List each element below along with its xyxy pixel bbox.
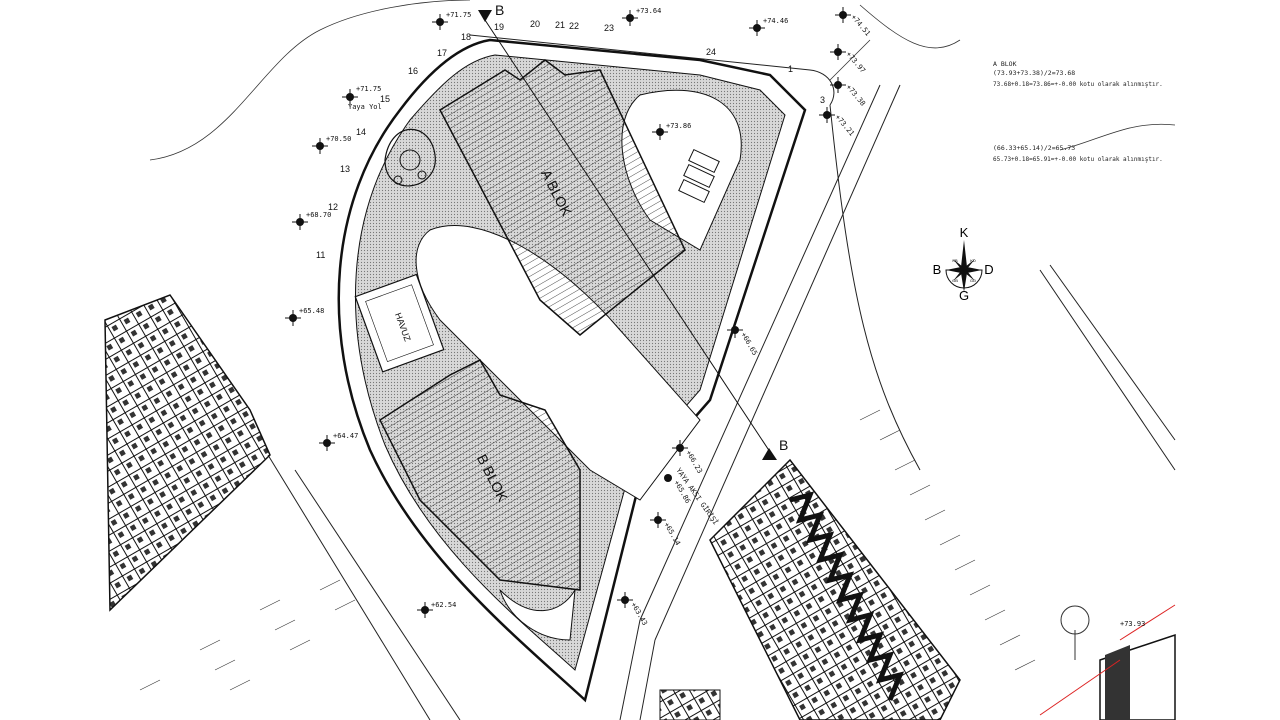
svg-text:+73.64: +73.64	[636, 7, 661, 15]
svg-text:+73.86: +73.86	[666, 122, 691, 130]
svg-text:+73.93: +73.93	[1120, 620, 1145, 628]
north-arrow-compass: K B D G KB KD GB GD	[933, 225, 994, 303]
roads	[267, 34, 1176, 720]
svg-text:+73.21: +73.21	[833, 113, 855, 138]
svg-text:24: 24	[706, 47, 716, 57]
svg-text:+66.23: +66.23	[684, 449, 704, 475]
svg-text:+74.51: +74.51	[849, 13, 871, 38]
pool: HAVUZ	[354, 273, 445, 373]
a-block-note-title: A BLOK	[993, 60, 1017, 68]
a-block-note-result: 73.68+0.18=73.86=+-0.00 kotu olarak alın…	[993, 81, 1163, 88]
svg-text:+64.47: +64.47	[333, 432, 358, 440]
section-mark-top: B	[495, 2, 504, 18]
elevation-marker: +71.75	[432, 11, 471, 30]
svg-text:1: 1	[788, 64, 793, 74]
elevation-marker: +73.86	[652, 122, 691, 140]
road-label: Yaya Yol	[348, 103, 382, 111]
contour-lines	[149, 0, 1176, 161]
svg-text:16: 16	[408, 66, 418, 76]
svg-text:18: 18	[461, 32, 471, 42]
elevation-notes: A BLOK (73.93+73.38)/2=73.68 73.68+0.18=…	[993, 60, 1163, 164]
svg-text:22: 22	[569, 21, 579, 31]
svg-text:23: 23	[604, 23, 614, 33]
section-line-b-b: B B	[478, 1, 790, 460]
svg-text:GD: GD	[970, 278, 976, 283]
svg-text:19: 19	[494, 22, 504, 32]
svg-text:15: 15	[380, 94, 390, 104]
svg-text:14: 14	[356, 127, 366, 137]
svg-text:21: 21	[555, 20, 565, 30]
compass-south: G	[959, 288, 969, 303]
playground	[384, 128, 436, 187]
compass-east: D	[984, 262, 993, 277]
elevation-marker: +73.21	[819, 107, 856, 138]
elevation-marker: +73.64	[622, 7, 661, 26]
b-block-note-result: 65.73+0.18=65.91=+-0.00 kotu olarak alın…	[993, 156, 1163, 163]
svg-text:+68.70: +68.70	[306, 211, 331, 219]
elevation-marker: +65.48	[285, 307, 324, 326]
svg-text:KD: KD	[970, 258, 976, 263]
svg-text:+74.46: +74.46	[763, 17, 788, 25]
elevation-marker: +73.38	[830, 77, 867, 108]
elevation-marker: +74.51	[835, 7, 872, 38]
elevation-marker: +73.93	[1120, 620, 1145, 628]
elevation-marker: +63.43	[617, 592, 649, 627]
parcel-point-numbers: 1 3 11 12 13 14 15 16 17 18 19 20 21 22 …	[316, 19, 825, 260]
svg-text:+66.65: +66.65	[739, 331, 759, 357]
b-block-note-formula: (66.33+65.14)/2=65.73	[993, 144, 1076, 152]
a-block-building: A BLOK	[439, 59, 686, 336]
section-elevation-drawing	[1039, 604, 1176, 720]
elevation-marker: +65.14	[650, 512, 682, 547]
svg-text:3: 3	[820, 95, 825, 105]
a-block-note-formula: (73.93+73.38)/2=73.68	[993, 69, 1076, 77]
svg-text:20: 20	[530, 19, 540, 29]
svg-text:12: 12	[328, 202, 338, 212]
elevation-marker: +74.46	[749, 17, 788, 36]
right-residential-block	[659, 458, 961, 720]
elevation-marker: +64.47	[319, 432, 358, 451]
elevation-marker: +62.54	[417, 601, 456, 618]
svg-text:11: 11	[316, 250, 325, 260]
svg-text:KB: KB	[952, 258, 958, 263]
compass-west: B	[933, 262, 942, 277]
svg-text:+73.38: +73.38	[844, 83, 866, 108]
elevation-marker: +70.50	[312, 135, 351, 154]
svg-text:13: 13	[340, 164, 350, 174]
svg-text:+65.48: +65.48	[299, 307, 324, 315]
car-parking	[678, 148, 720, 204]
b-block-building: B BLOK	[379, 359, 581, 591]
svg-text:+70.50: +70.50	[326, 135, 351, 143]
svg-text:17: 17	[437, 48, 447, 58]
svg-text:+71.75: +71.75	[446, 11, 471, 19]
svg-text:+71.75: +71.75	[356, 85, 381, 93]
section-mark-bottom: B	[779, 437, 788, 453]
svg-text:+62.54: +62.54	[431, 601, 456, 609]
compass-north: K	[960, 225, 969, 240]
svg-text:GB: GB	[952, 278, 958, 283]
level-annotations	[139, 409, 1036, 691]
elevation-marker: +68.70	[292, 211, 331, 230]
left-residential-block	[104, 294, 271, 612]
